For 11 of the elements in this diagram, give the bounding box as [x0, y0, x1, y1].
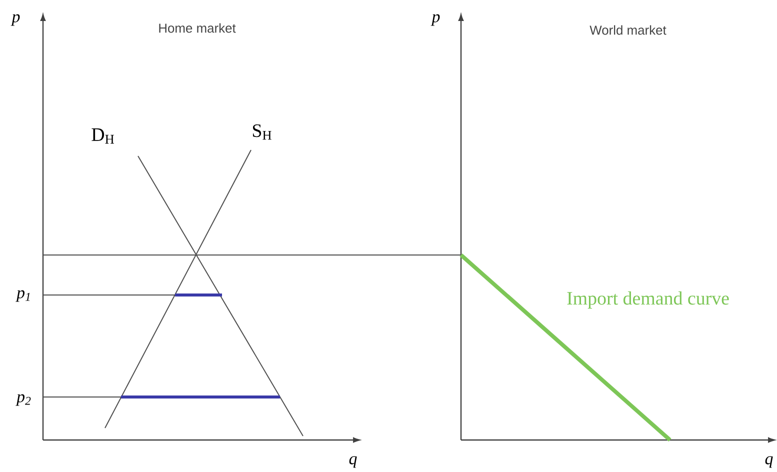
- curve-label: Import demand curve: [567, 291, 729, 309]
- axis-label: p: [10, 14, 20, 26]
- axis-label: p: [430, 14, 440, 26]
- panel-title: World market: [590, 25, 666, 35]
- price-label: p$_{1}$: [16, 290, 30, 302]
- price-label: p$_{2}$: [16, 394, 31, 406]
- axis-label: q: [765, 456, 773, 468]
- panel-title: Home market: [159, 23, 236, 33]
- axis-label: q: [349, 456, 357, 468]
- curve-label: S$_{H}$: [252, 124, 272, 140]
- curve-label: D$_{H}$: [92, 128, 114, 144]
